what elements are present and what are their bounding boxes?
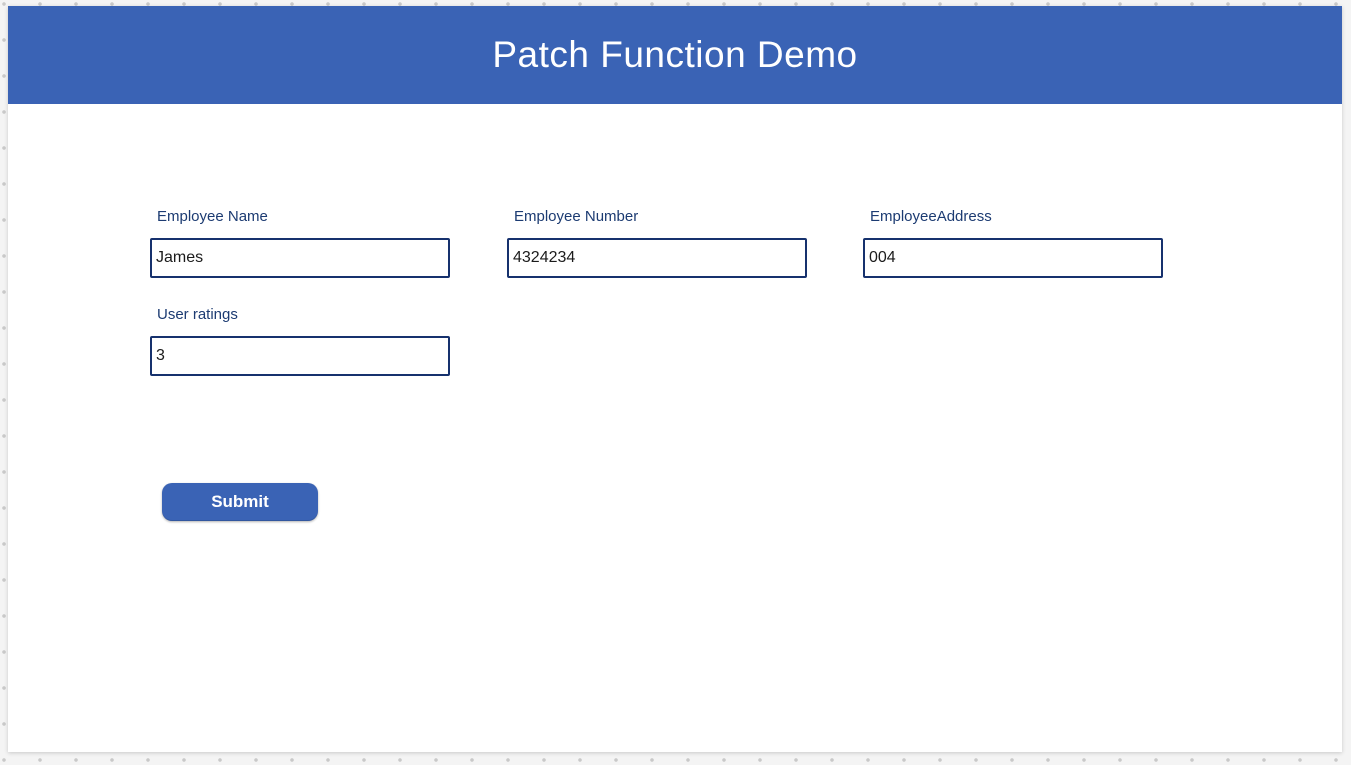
app-header: Patch Function Demo [8,6,1342,104]
employee-name-label: Employee Name [157,208,268,225]
field-user-ratings: User ratings [150,306,450,376]
field-employee-name: Employee Name [150,208,450,278]
employee-number-label: Employee Number [514,208,639,225]
employee-address-input[interactable] [863,238,1163,278]
user-ratings-input[interactable] [150,336,450,376]
employee-number-input[interactable] [507,238,807,278]
submit-button[interactable]: Submit [162,483,318,521]
field-employee-number: Employee Number [507,208,807,278]
field-employee-address: EmployeeAddress [863,208,1163,278]
app-canvas: Patch Function Demo Employee Name Employ… [8,6,1342,752]
employee-name-input[interactable] [150,238,450,278]
page-title: Patch Function Demo [492,34,858,75]
employee-address-label: EmployeeAddress [870,208,992,225]
user-ratings-label: User ratings [157,306,238,323]
